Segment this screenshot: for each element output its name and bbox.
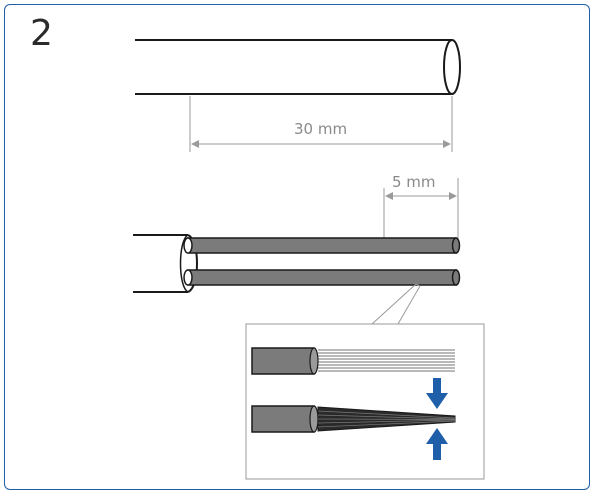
loose-strands <box>251 347 455 375</box>
outer-cable <box>135 39 461 95</box>
stripped-cable <box>133 234 461 293</box>
detail-callout <box>245 283 485 480</box>
inner-wire-bottom <box>187 269 457 286</box>
step-number: 2 <box>30 13 53 54</box>
label-30mm: 30 mm <box>294 120 348 138</box>
inner-wire-top <box>187 237 457 254</box>
twisted-strands <box>251 405 456 433</box>
arrow-down-icon <box>426 378 448 409</box>
dimension-5mm <box>383 178 459 238</box>
dimension-30mm <box>189 96 453 152</box>
arrow-up-icon <box>426 428 448 460</box>
label-5mm: 5 mm <box>392 173 436 191</box>
